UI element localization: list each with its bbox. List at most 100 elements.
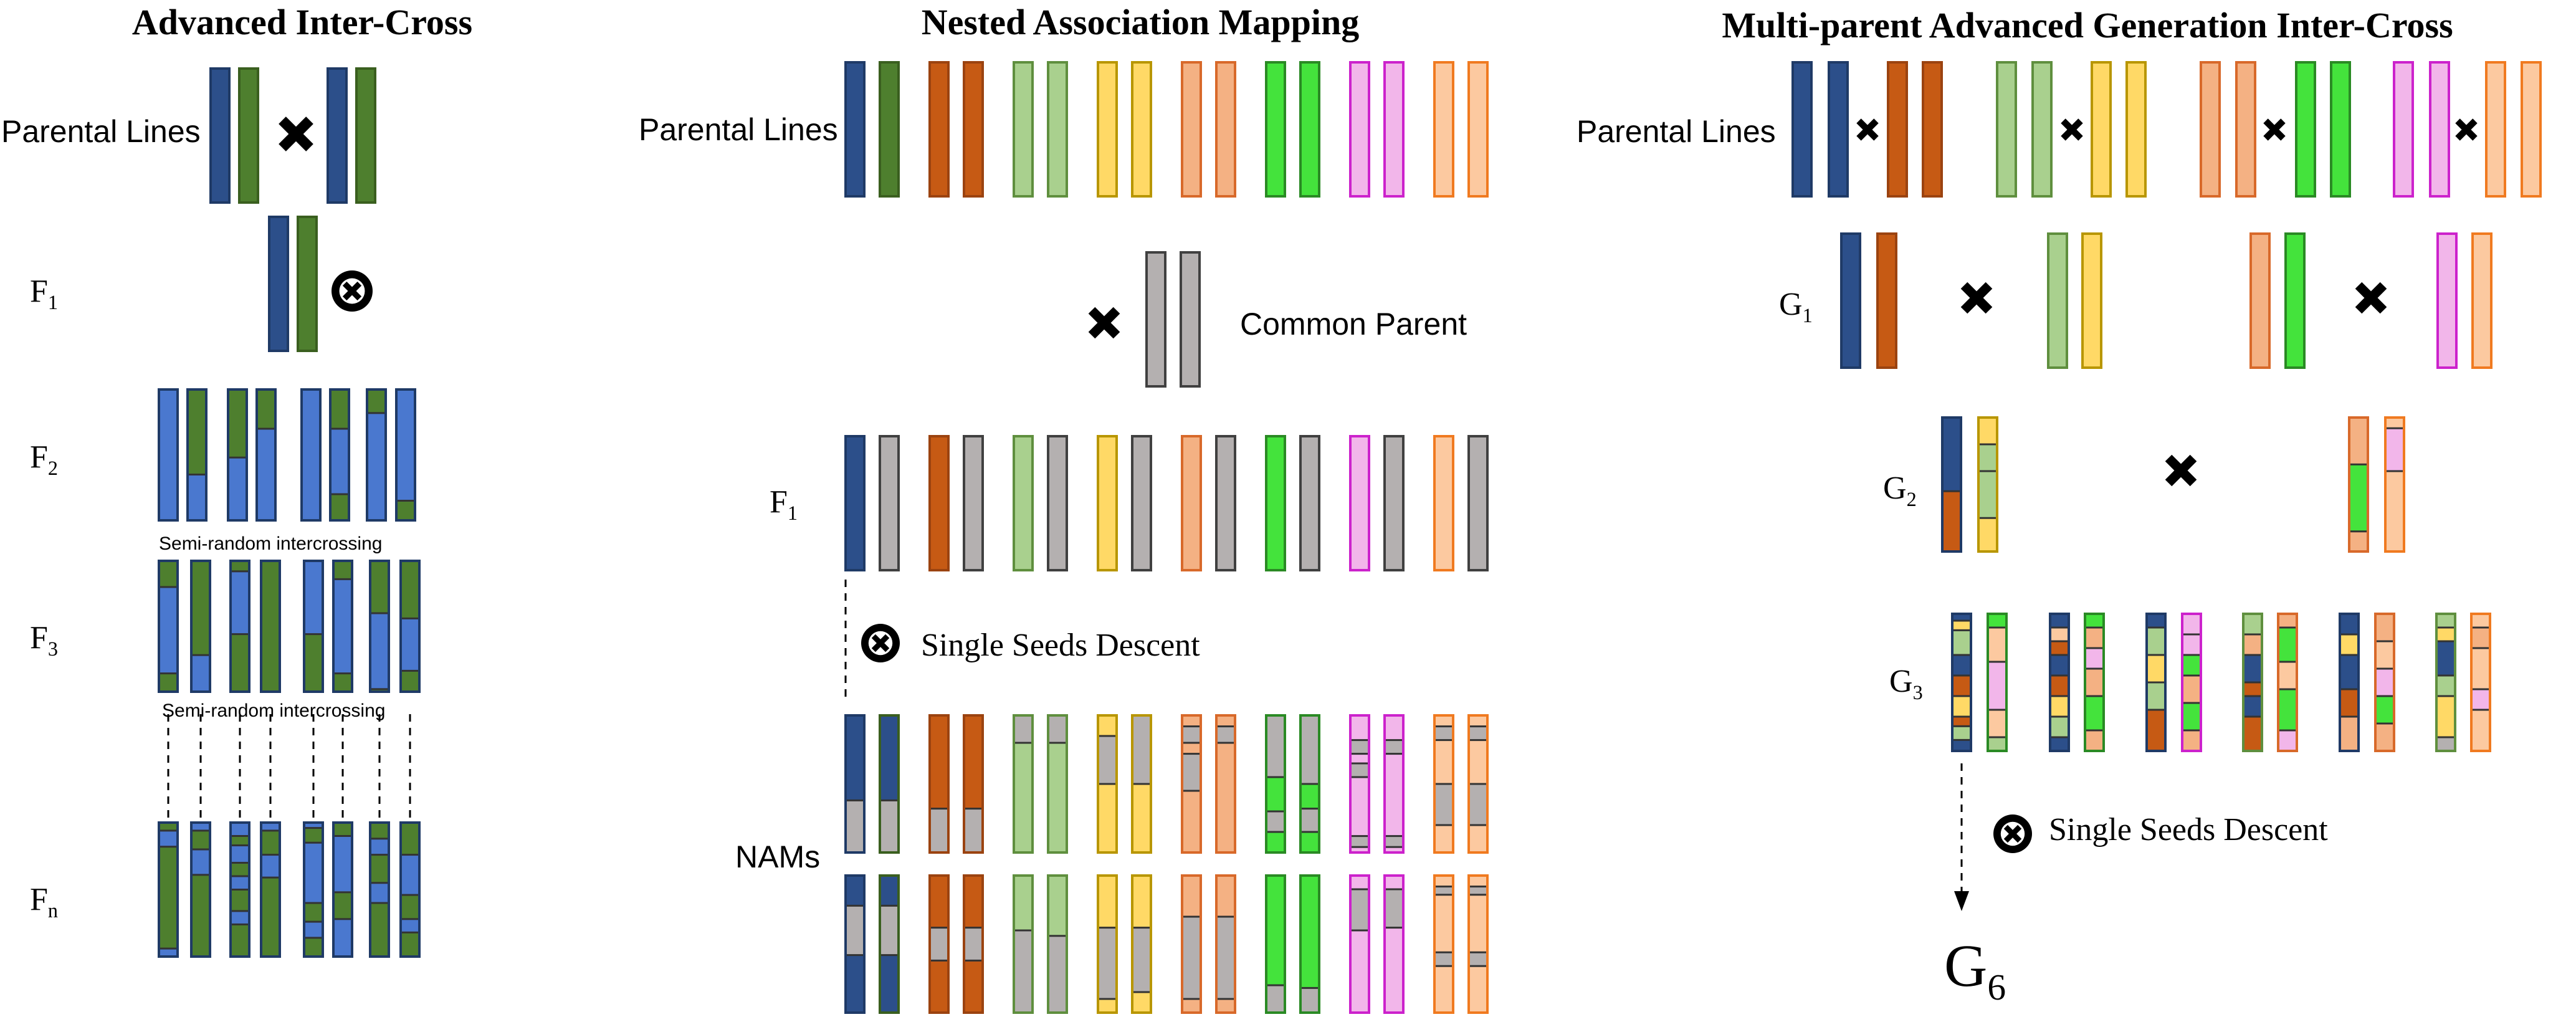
chromosome-segment <box>1987 736 2008 752</box>
chromosome-outline <box>1131 714 1152 854</box>
chromosome-segment <box>158 586 179 675</box>
chromosome-outline <box>1265 714 1286 854</box>
chromosome-segment <box>2145 654 2167 684</box>
chromosome <box>191 823 210 957</box>
chromosome-segment <box>1951 619 1972 631</box>
chromosome-outline <box>2470 613 2491 752</box>
chromosome-segment <box>1433 886 1454 896</box>
chromosome-segment <box>2384 427 2405 472</box>
chromosome-segment <box>1047 742 1068 854</box>
chromosome-segment <box>2181 702 2202 732</box>
chromosome-segment <box>229 821 250 837</box>
chromosome-segment <box>2049 626 2070 642</box>
chromosome <box>1147 252 1165 386</box>
chromosome-segment <box>2435 626 2456 642</box>
nam-title: Nested Association Mapping <box>922 2 1360 42</box>
chromosome-outline <box>1047 435 1068 571</box>
chromosome <box>2251 234 2269 368</box>
chromosome-outline <box>879 61 900 198</box>
chromosome <box>1014 62 1033 196</box>
chromosome-outline <box>2429 61 2450 198</box>
chromosome-outline <box>1181 61 1202 198</box>
chromosome-outline <box>1383 61 1405 198</box>
chromosome-segment <box>369 838 390 856</box>
chromosome-segment <box>2435 674 2456 697</box>
chromosome <box>269 217 288 351</box>
chromosome-segment <box>1097 927 1118 1000</box>
chromosome-segment <box>2145 626 2167 656</box>
chromosome-segment <box>2339 688 2360 718</box>
chromosome-segment <box>1383 888 1405 929</box>
chromosome-outline <box>186 388 208 522</box>
chromosome-outline <box>190 821 211 958</box>
aic-f1-label: F1 <box>30 274 58 313</box>
chromosome-outline <box>1299 61 1320 198</box>
chromosome-outline <box>1131 874 1152 1014</box>
chromosome <box>298 217 317 351</box>
selfing-icon-cross <box>871 634 890 652</box>
chromosome-segment <box>1951 629 1972 656</box>
chromosome <box>2331 62 2350 196</box>
magic-g3-label: G3 <box>1889 664 1923 704</box>
chromosome <box>2236 62 2255 196</box>
chromosome-outline <box>1433 61 1454 198</box>
chromosome <box>1014 436 1033 570</box>
chromosome <box>1385 436 1403 570</box>
chromosome <box>1098 62 1117 196</box>
chromosome-outline <box>1215 435 1236 571</box>
chromosome <box>846 436 864 570</box>
chromosome-segment <box>227 456 248 522</box>
chromosome-outline <box>332 560 353 693</box>
chromosome <box>2522 62 2540 196</box>
chromosome-outline <box>297 216 318 352</box>
chromosome-outline <box>1215 61 1236 198</box>
chromosome-outline <box>1299 714 1320 854</box>
chromosome-outline <box>1013 435 1034 571</box>
chromosome <box>1300 62 1319 196</box>
chromosome <box>2201 62 2220 196</box>
chromosome-outline <box>2031 61 2053 198</box>
chromosome-segment <box>1265 831 1286 854</box>
chromosome-outline <box>2091 61 2112 198</box>
chromosome <box>1216 62 1235 196</box>
chromosome-outline <box>158 821 179 958</box>
chromosome-outline <box>2436 232 2458 369</box>
chromosome-segment <box>1013 742 1034 854</box>
chromosome-segment <box>2435 640 2456 677</box>
chromosome-outline <box>2485 61 2506 198</box>
chromosome-outline <box>158 388 179 522</box>
chromosome-outline <box>879 435 900 571</box>
chromosome-outline <box>879 874 900 1014</box>
chromosome-outline <box>963 714 984 854</box>
chromosome-outline <box>1467 61 1489 198</box>
chromosome-segment <box>1977 443 1998 472</box>
chromosome-outline <box>1383 435 1405 571</box>
chromosome <box>1841 234 1860 368</box>
chromosome-outline <box>229 560 250 693</box>
chromosome-segment <box>1467 783 1489 826</box>
chromosome-segment <box>2277 661 2298 690</box>
chromosome <box>328 69 346 203</box>
chromosome-outline <box>1941 416 1962 553</box>
chromosome-segment <box>395 500 416 522</box>
chromosome-outline <box>1467 714 1489 854</box>
chromosome-outline <box>1791 61 1813 198</box>
chromosome-outline <box>255 388 277 522</box>
chromosome-outline <box>1181 874 1202 1014</box>
chromosome-segment <box>332 578 353 675</box>
chromosome-segment <box>366 412 387 522</box>
chromosome <box>2296 62 2315 196</box>
chromosome-outline <box>1996 61 2017 198</box>
chromosome-outline <box>844 61 866 198</box>
chromosome-outline <box>1887 61 1908 198</box>
chromosome <box>2082 234 2101 368</box>
chromosome-outline <box>1299 435 1320 571</box>
chromosome <box>1888 62 1907 196</box>
chromosome-segment <box>329 427 350 495</box>
chromosome-segment <box>2374 667 2395 697</box>
aic-fn-label: Fn <box>30 882 58 922</box>
chromosome-segment <box>399 854 421 896</box>
chromosome <box>396 389 415 520</box>
chromosome-outline <box>2339 613 2360 752</box>
